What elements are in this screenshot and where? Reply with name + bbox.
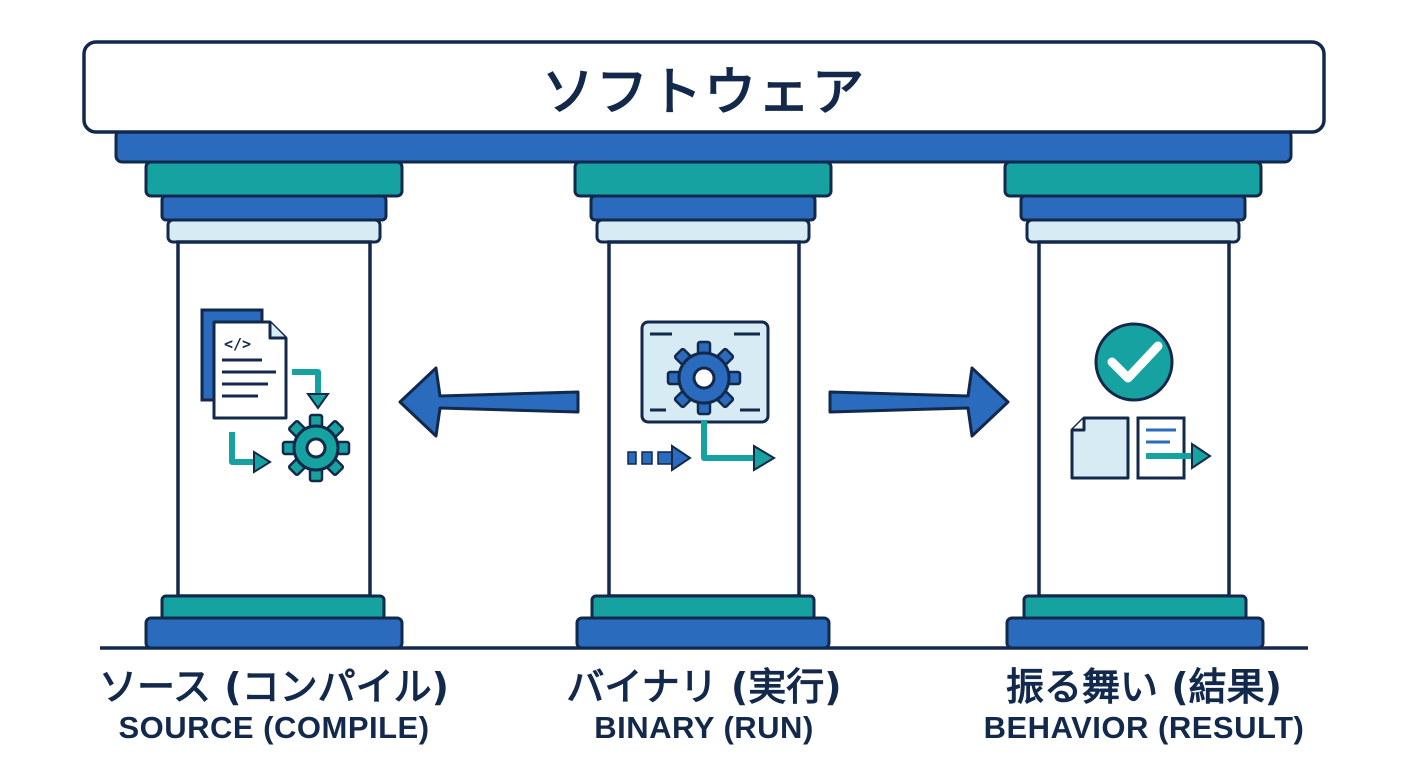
roof-beam-blue bbox=[114, 128, 1293, 164]
source-code-compile-icon: </> bbox=[200, 308, 351, 483]
pillar-label-en: BINARY (RUN) bbox=[594, 710, 814, 745]
arrow-left-to-source bbox=[398, 366, 580, 438]
pillar-label-jp: ソース (コンパイル) bbox=[98, 665, 450, 709]
roof-title-panel bbox=[82, 40, 1326, 134]
arrow-right-to-behavior bbox=[828, 366, 1010, 438]
pillar-label-binary: バイナリ (実行) BINARY (RUN) bbox=[494, 664, 914, 746]
pillar-label-source: ソース (コンパイル) SOURCE (COMPILE) bbox=[64, 664, 484, 746]
pillar-label-en: SOURCE (COMPILE) bbox=[118, 710, 430, 745]
pillar-behavior bbox=[1003, 160, 1265, 650]
behavior-result-check-icon bbox=[1070, 322, 1212, 480]
svg-text:</>: </> bbox=[224, 335, 251, 353]
diagram-title: ソフトウェア bbox=[541, 62, 866, 123]
binary-execute-gear-icon bbox=[627, 320, 776, 472]
pillar-label-jp: 振る舞い (結果) bbox=[1006, 665, 1282, 709]
pillar-label-behavior: 振る舞い (結果) BEHAVIOR (RESULT) bbox=[934, 664, 1354, 746]
pillar-label-jp: バイナリ (実行) bbox=[566, 665, 842, 709]
pillar-label-en: BEHAVIOR (RESULT) bbox=[983, 710, 1305, 745]
